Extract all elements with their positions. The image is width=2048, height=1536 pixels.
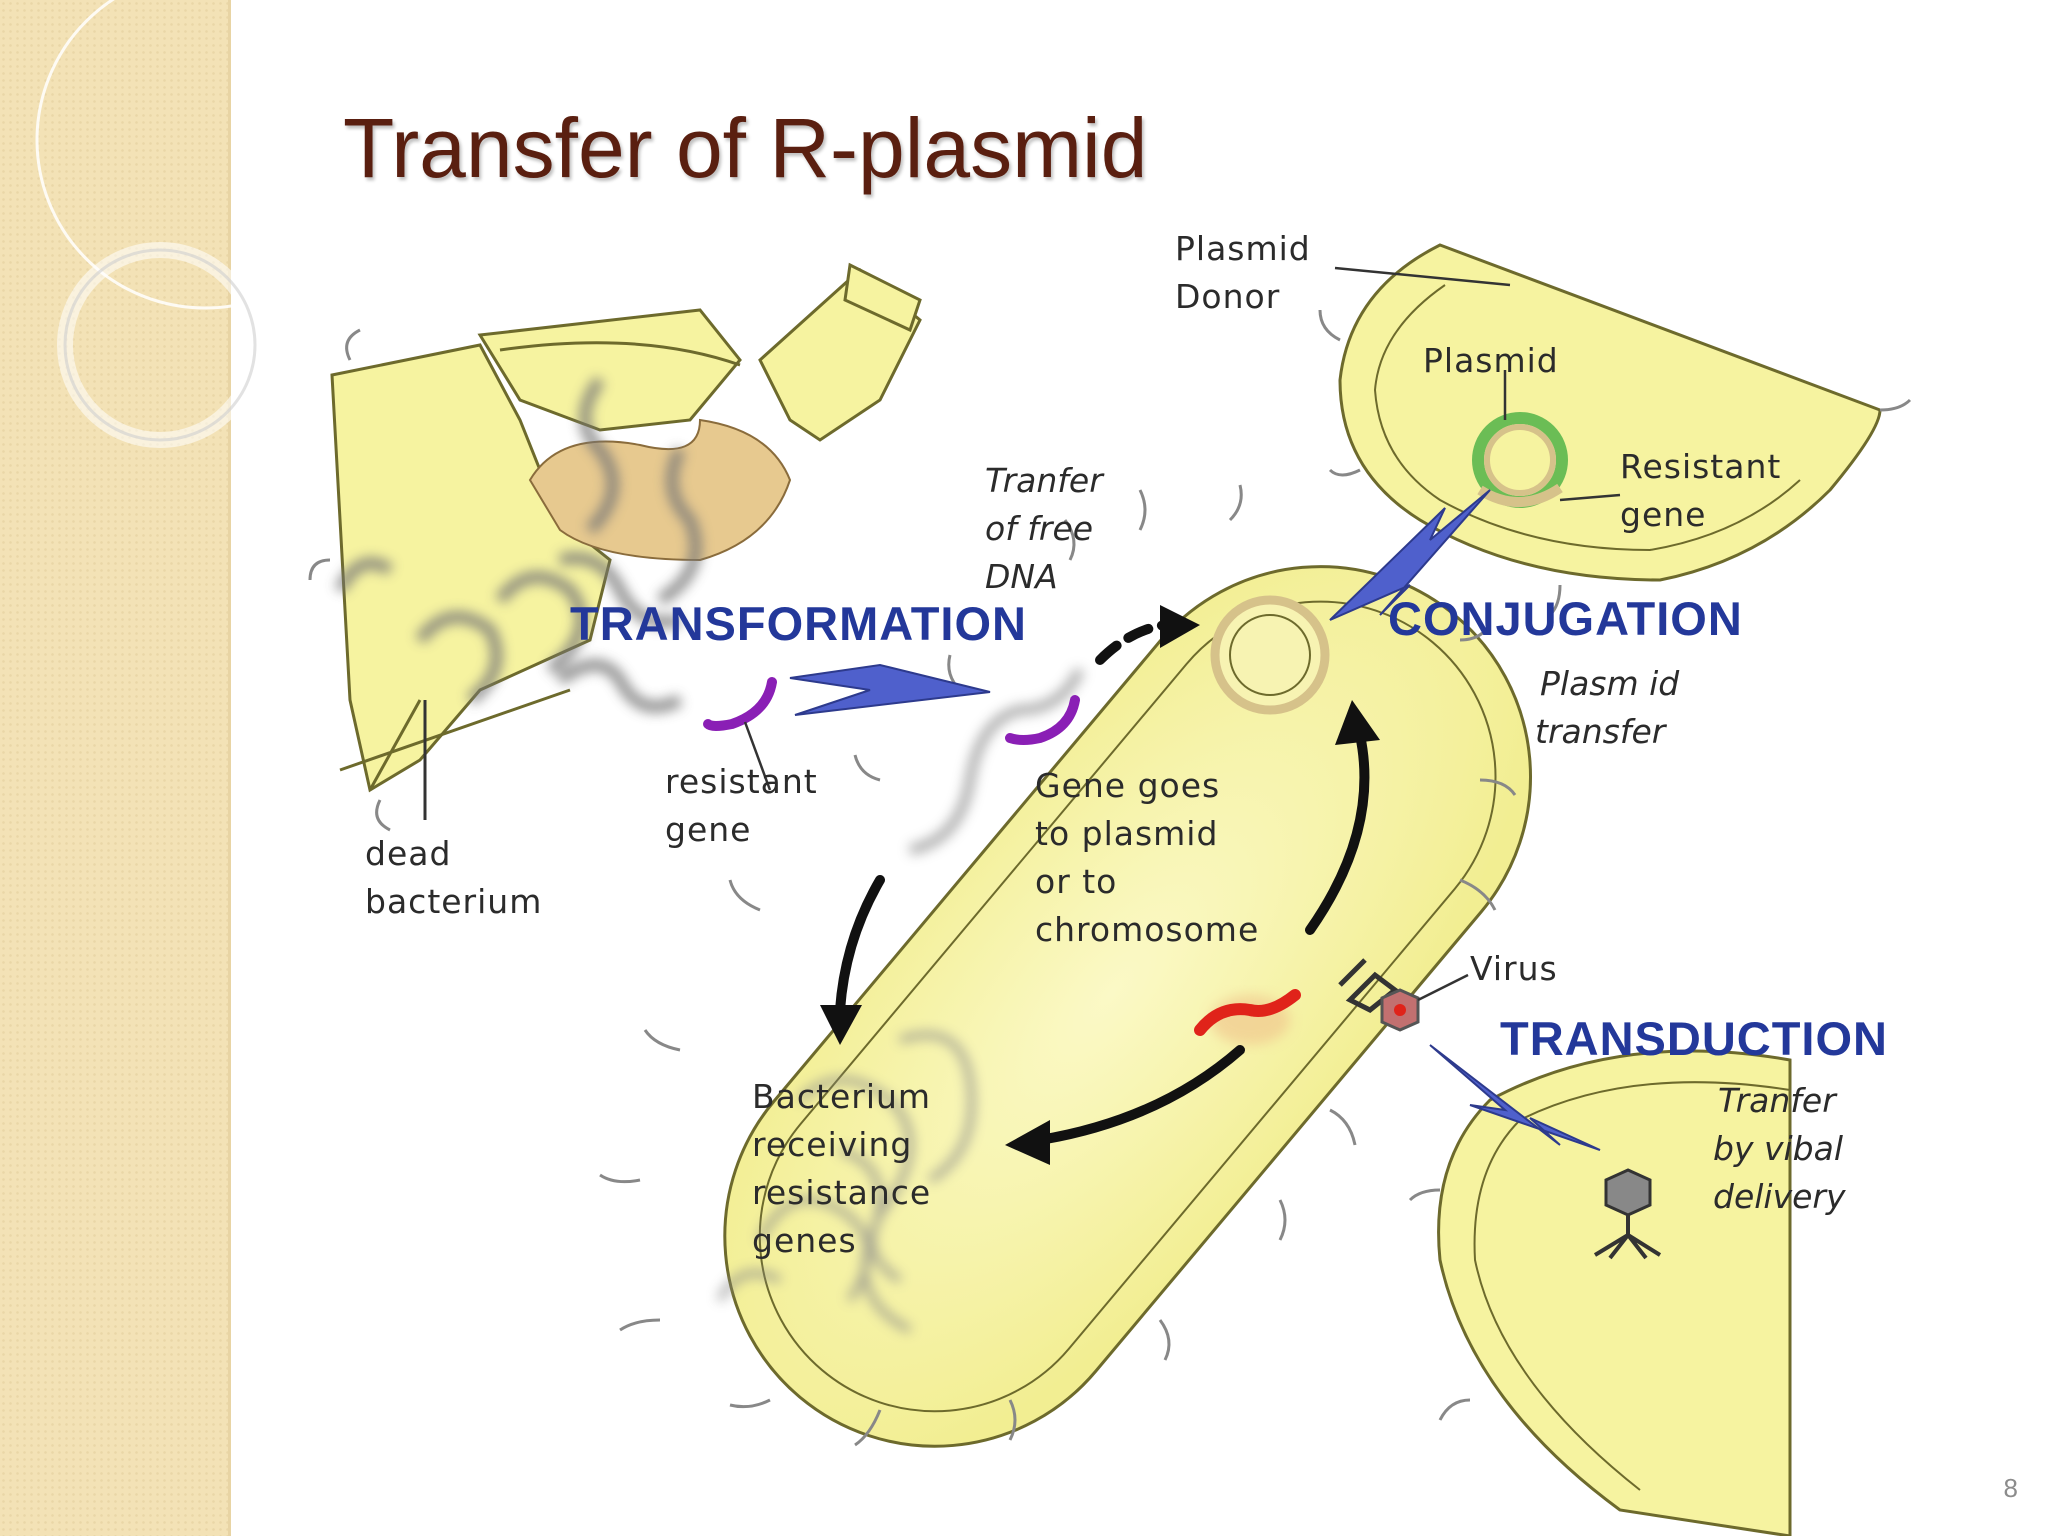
plasmid-transfer-line2: transfer — [1535, 712, 1668, 751]
plasmid-donor-leader — [1334, 266, 1511, 287]
gene-goes-line3: or to — [1035, 862, 1117, 901]
plasmid-donor-cell — [1318, 243, 1912, 617]
plasmid-transfer-line1: Plasm id — [1540, 664, 1680, 703]
conjugation-label: CONJUGATION — [1388, 592, 1743, 645]
recipient-plasmid — [1210, 595, 1330, 715]
free-resistant-gene — [703, 677, 777, 731]
transfer-free-dna-line2: of free — [985, 509, 1093, 548]
gene-goes-line4: chromosome — [1035, 910, 1259, 949]
virus-label: Virus — [1470, 949, 1558, 988]
conjugation-arrow — [1329, 489, 1491, 621]
transfer-viral-line1: Tranfer — [1718, 1081, 1838, 1120]
transfer-viral-line3: delivery — [1713, 1177, 1846, 1216]
pathway-arrows — [820, 605, 1380, 1165]
transfer-free-dna-line1: Tranfer — [985, 461, 1105, 500]
bacterium-receiving-line3: resistance — [752, 1173, 931, 1212]
dead-bacterium-line2: bacterium — [365, 882, 542, 921]
dead-bacterium — [308, 262, 922, 832]
receiving-bacterium — [599, 484, 1532, 1448]
transfer-free-dna-line3: DNA — [985, 557, 1058, 596]
transduced-gene — [1194, 989, 1301, 1045]
page-number: 8 — [2003, 1473, 2018, 1503]
resistant-gene-right-line2: gene — [1620, 495, 1706, 534]
transfer-viral-line2: by vibal — [1713, 1129, 1843, 1168]
resistant-gene-leader — [1559, 493, 1621, 502]
transduction-arrow — [1429, 1044, 1601, 1151]
bacteriophage-icon — [1593, 1168, 1662, 1260]
virus-icon — [1338, 958, 1469, 1032]
resistant-gene-left-line2: gene — [665, 810, 751, 849]
bacterium-receiving-line2: receiving — [752, 1125, 912, 1164]
donor-plasmid — [1472, 412, 1568, 508]
transduction-label: TRANSDUCTION — [1500, 1012, 1888, 1065]
decorative-circles — [35, 0, 300, 448]
gene-goes-line1: Gene goes — [1035, 766, 1220, 805]
plasmid-label: Plasmid — [1423, 341, 1559, 380]
bacterium-receiving-line4: genes — [752, 1221, 857, 1260]
bacterium-receiving-line1: Bacterium — [752, 1077, 931, 1116]
transformation-arrow — [789, 663, 991, 716]
dead-bacterium-line1: dead — [365, 834, 451, 873]
plasmid-donor-label-line2: Donor — [1175, 277, 1280, 316]
transduction-donor-cell — [1408, 1049, 1792, 1536]
plasmid-donor-label-line1: Plasmid — [1175, 229, 1311, 268]
gene-goes-line2: to plasmid — [1035, 814, 1218, 853]
resistant-gene-right-line1: Resistant — [1620, 447, 1781, 486]
transformation-label: TRANSFORMATION — [570, 597, 1027, 650]
slide-title: Transfer of R-plasmid — [343, 101, 1148, 195]
resistant-gene-left-line1: resistant — [665, 762, 818, 801]
integrated-gene — [1005, 695, 1080, 745]
